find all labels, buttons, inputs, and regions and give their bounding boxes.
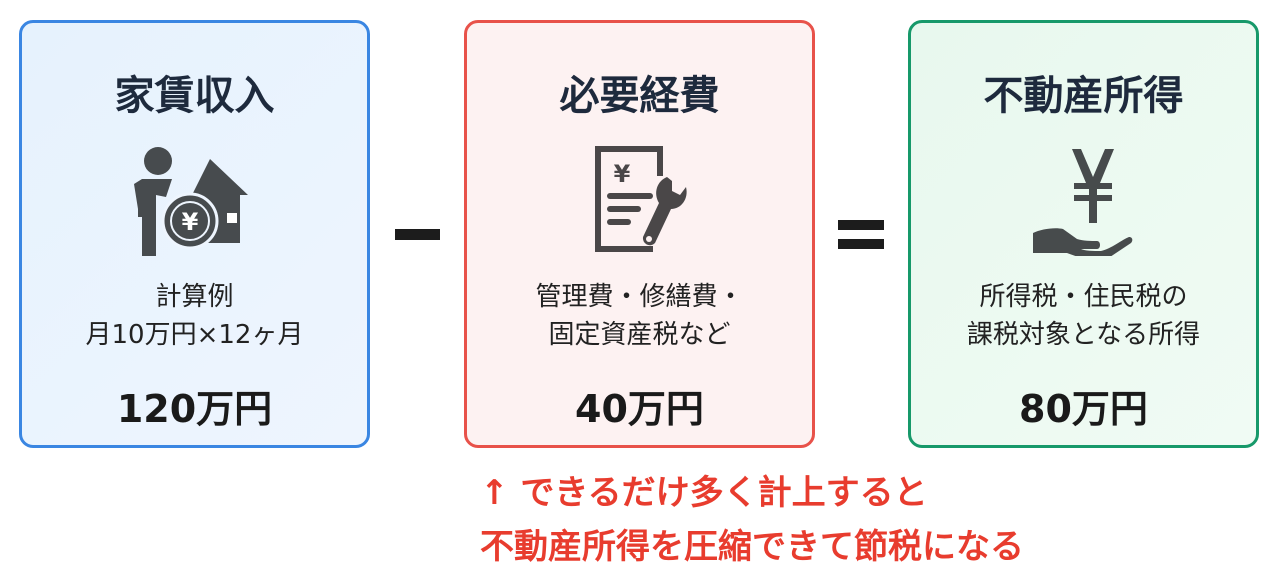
box-desc-line1: 所得税・住民税の — [979, 282, 1188, 312]
box-amount: 40万円 — [575, 387, 704, 431]
minus-sign — [395, 229, 440, 240]
box-desc-line1: 管理費・修繕費・ — [535, 282, 744, 312]
box-title: 家賃収入 — [114, 73, 275, 119]
box-desc-line1: 計算例 — [155, 282, 234, 312]
box-amount: 80万円 — [1019, 387, 1148, 431]
person-house-yen-icon: ¥ — [133, 147, 248, 256]
svg-text:¥: ¥ — [613, 160, 630, 188]
real-estate-income-box: 不動産所得 所得税・住民税の課税対象となる所得 80万円 — [908, 20, 1259, 448]
svg-text:¥: ¥ — [181, 208, 198, 236]
tax-saving-note-line2: 不動産所得を圧縮できて節税になる — [480, 527, 1024, 567]
box-desc-line2: 固定資産税など — [548, 320, 731, 350]
rental-income-box: 家賃収入 ¥ 計算例月10万円×12ヶ月 120万円 — [19, 20, 370, 448]
box-amount: 120万円 — [116, 387, 273, 431]
tax-saving-note-line1: ↑ できるだけ多く計上すると — [480, 473, 928, 513]
box-desc-line2: 課税対象となる所得 — [966, 320, 1201, 350]
box-desc-line2: 月10万円×12ヶ月 — [85, 320, 304, 350]
equals-sign-top — [838, 220, 884, 230]
hand-yen-icon — [1032, 149, 1132, 256]
equals-sign-bottom — [838, 239, 884, 249]
box-title: 不動産所得 — [983, 73, 1184, 119]
necessary-expenses-box: 必要経費 ¥ 管理費・修繕費・固定資産税など 40万円 — [464, 20, 815, 448]
box-title: 必要経費 — [559, 73, 720, 119]
document-wrench-icon: ¥ — [594, 146, 687, 252]
